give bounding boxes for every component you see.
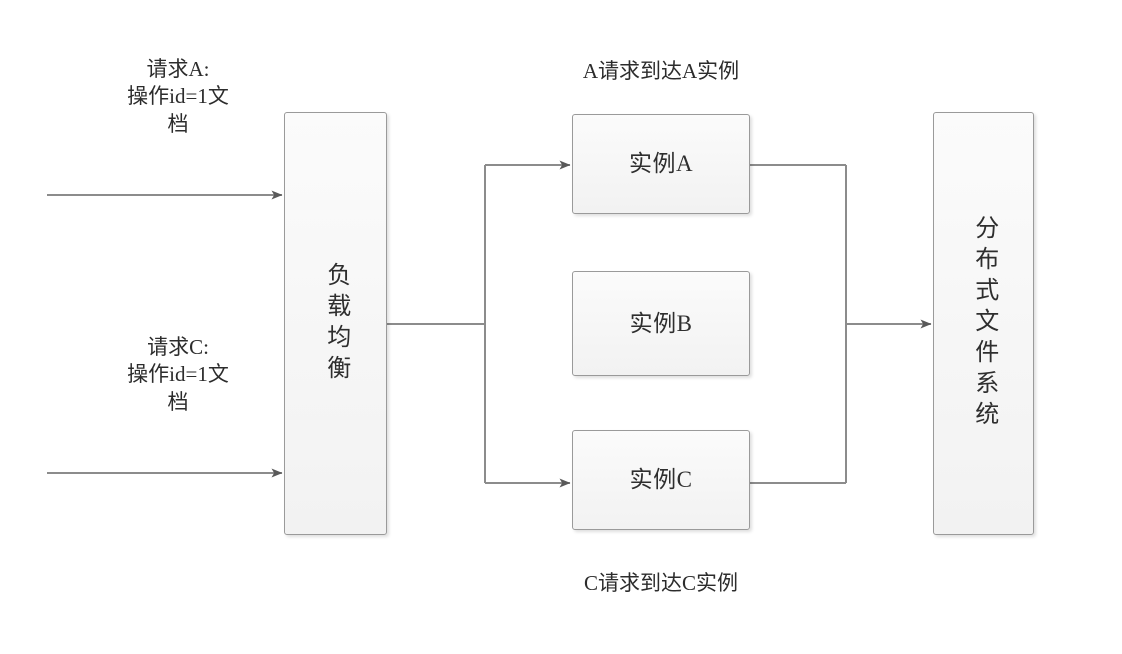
node-load-balancer[interactable]: 负载均衡 <box>284 112 387 535</box>
caption-request-a: 请求A: 操作id=1文 档 <box>127 57 229 136</box>
node-distributed-file-system-label: 分布式文件系统 <box>970 215 997 432</box>
edge-instances-to-dfs <box>750 164 932 484</box>
node-instance-c[interactable]: 实例C <box>572 430 750 530</box>
node-instance-c-label: 实例C <box>629 467 693 493</box>
node-instance-a-label: 实例A <box>628 151 694 177</box>
node-load-balancer-label: 负载均衡 <box>322 261 349 386</box>
caption-request-c: 请求C: 操作id=1文 档 <box>127 335 229 414</box>
node-instance-b[interactable]: 实例B <box>572 271 750 376</box>
node-instance-a[interactable]: 实例A <box>572 114 750 214</box>
caption-top-note: A请求到达A实例 <box>582 59 740 83</box>
node-distributed-file-system[interactable]: 分布式文件系统 <box>933 112 1034 535</box>
caption-bottom-note: C请求到达C实例 <box>583 571 738 595</box>
node-instance-b-label: 实例B <box>629 310 693 336</box>
edge-lb-trunk <box>387 165 486 483</box>
